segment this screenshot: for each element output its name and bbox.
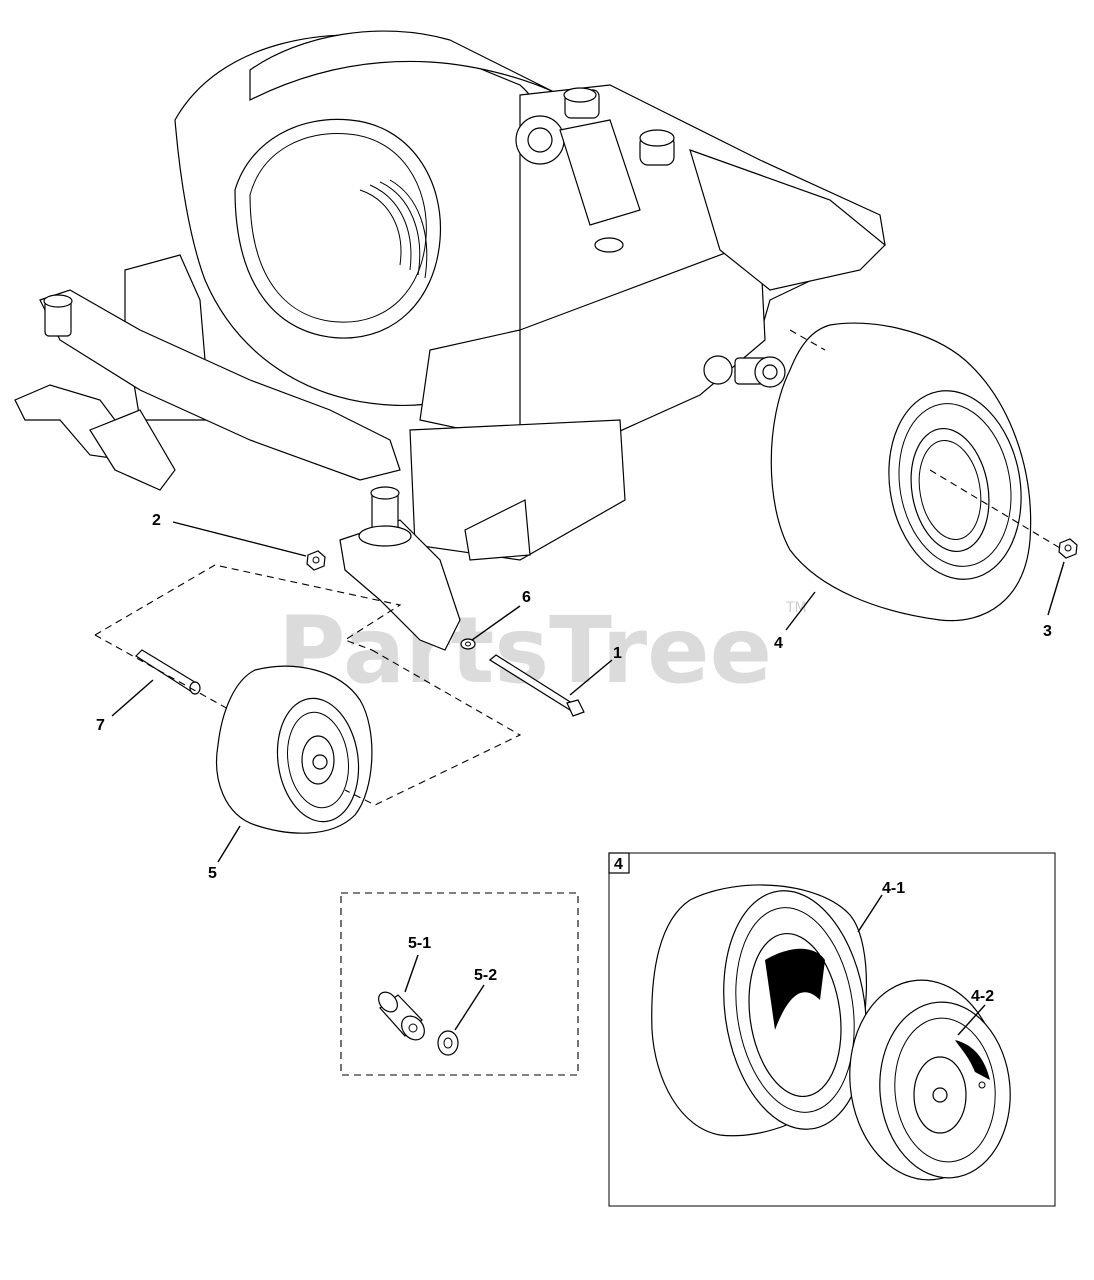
rear-tire-detail: 4 4-1 4-2	[608, 852, 1056, 1207]
callout-5-1: 5-1	[408, 935, 431, 952]
caster-wheel-assembly	[215, 665, 373, 834]
detail-box-tag: 4	[614, 856, 623, 873]
callout-4: 4	[774, 635, 783, 652]
callout-3: 3	[1043, 623, 1052, 640]
callout-6: 6	[522, 589, 531, 606]
trademark-mark: TM	[785, 600, 807, 616]
machine-body	[14, 30, 886, 651]
parts-tree-watermark: PartsTree	[278, 597, 772, 704]
caster-hub-detail: 5-1 5-2	[340, 892, 579, 1076]
callout-1: 1	[613, 645, 622, 662]
assembly-guides	[94, 329, 1061, 806]
callout-4-2: 4-2	[971, 988, 994, 1005]
rear-tire-assembly	[770, 322, 1032, 622]
callout-4-1: 4-1	[882, 880, 905, 897]
loose-parts	[135, 538, 1078, 717]
leader-lines	[111, 521, 1065, 863]
callout-7: 7	[96, 717, 105, 734]
callout-5: 5	[208, 865, 217, 882]
callout-5-2: 5-2	[474, 967, 497, 984]
callout-2: 2	[152, 512, 161, 529]
